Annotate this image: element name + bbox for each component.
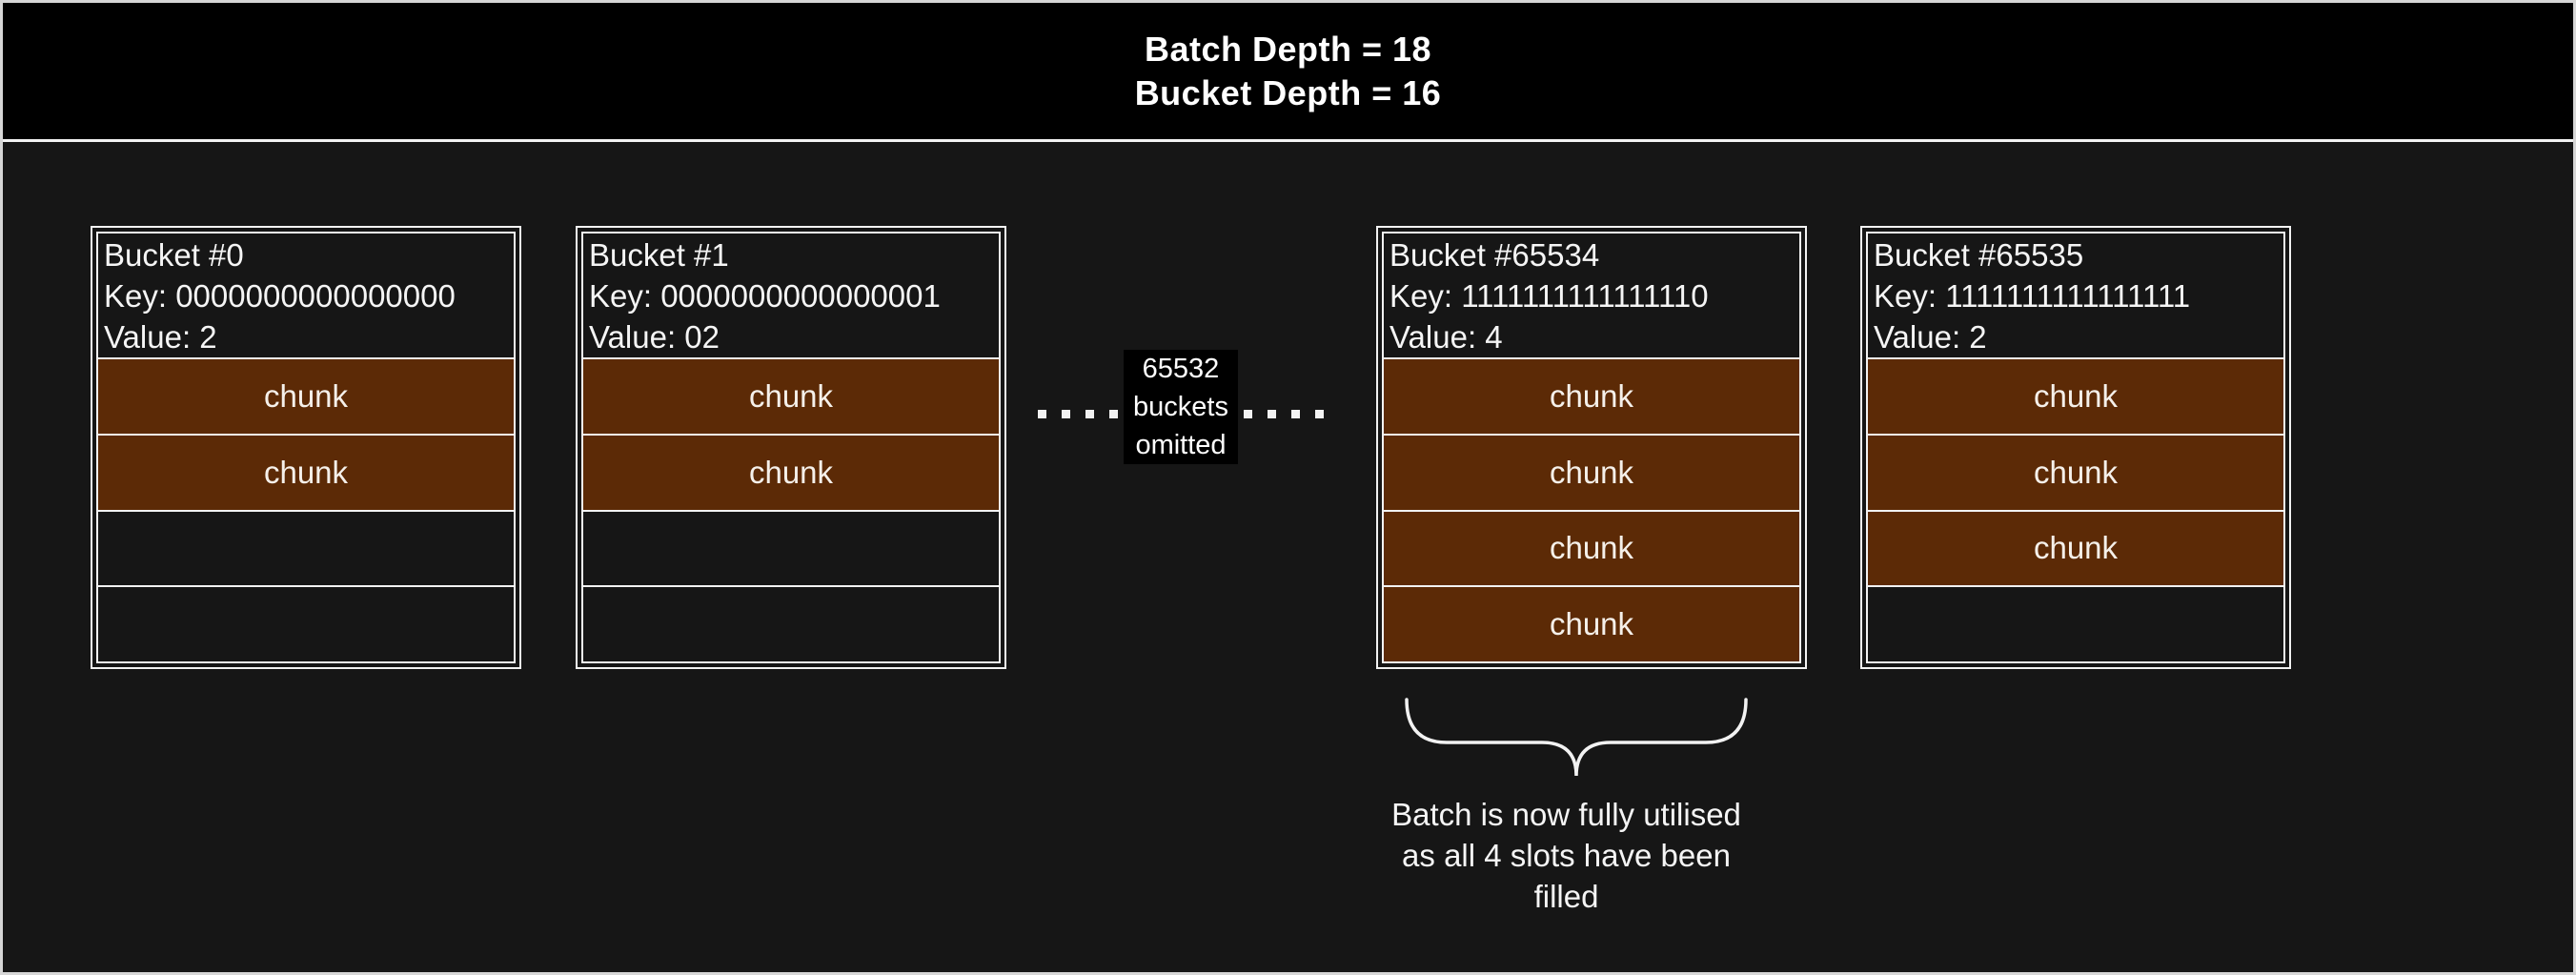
dot <box>1062 410 1070 418</box>
bucket-value: Value: 2 <box>1874 319 1987 355</box>
dot <box>1315 410 1324 418</box>
bucket-value: Value: 2 <box>104 319 217 355</box>
bucket-65535-slot-2: chunk <box>1866 509 2285 588</box>
diagram-canvas: Bucket #0 Key: 0000000000000000 Value: 2… <box>3 142 2573 969</box>
bucket-head-1: Bucket #1 Key: 0000000000000001 Value: 0… <box>581 232 1001 359</box>
ellipsis-dots-left <box>1038 410 1118 418</box>
bucket-title: Bucket #1 <box>589 237 729 273</box>
bucket-1-slot-2 <box>581 509 1001 588</box>
bucket-head-0: Bucket #0 Key: 0000000000000000 Value: 2 <box>96 232 516 359</box>
bucket-card-65534: Bucket #65534 Key: 1111111111111110 Valu… <box>1376 226 1807 669</box>
bucket-title: Bucket #0 <box>104 237 244 273</box>
bucket-65534-slot-2: chunk <box>1382 509 1801 588</box>
bucket-head-65535: Bucket #65535 Key: 1111111111111111 Valu… <box>1866 232 2285 359</box>
bucket-depth-title: Bucket Depth = 16 <box>1134 72 1442 112</box>
title-band: Batch Depth = 18 Bucket Depth = 16 <box>3 3 2573 142</box>
bucket-value: Value: 02 <box>589 319 720 355</box>
bucket-0-slot-1: chunk <box>96 433 516 512</box>
dot <box>1109 410 1118 418</box>
bucket-65534-slot-0: chunk <box>1382 357 1801 436</box>
batch-depth-title: Batch Depth = 18 <box>1144 29 1432 69</box>
bucket-key: Key: 1111111111111111 <box>1874 278 2191 314</box>
bucket-65534-slot-3: chunk <box>1382 585 1801 663</box>
bucket-key: Key: 0000000000000001 <box>589 278 941 314</box>
bucket-head-65534: Bucket #65534 Key: 1111111111111110 Valu… <box>1382 232 1801 359</box>
bucket-card-1: Bucket #1 Key: 0000000000000001 Value: 0… <box>576 226 1006 669</box>
bucket-0-slot-0: chunk <box>96 357 516 436</box>
dot <box>1268 410 1276 418</box>
bucket-value: Value: 4 <box>1389 319 1503 355</box>
bucket-65535-slot-0: chunk <box>1866 357 2285 436</box>
bucket-title: Bucket #65535 <box>1874 237 2084 273</box>
bucket-65535-slot-1: chunk <box>1866 433 2285 512</box>
dot <box>1085 410 1094 418</box>
bucket-65534-slot-1: chunk <box>1382 433 1801 512</box>
dot <box>1038 410 1046 418</box>
ellipsis-dots-right <box>1244 410 1324 418</box>
bucket-key: Key: 0000000000000000 <box>104 278 456 314</box>
batch-full-annotation: Batch is now fully utilised as all 4 slo… <box>1391 797 1741 914</box>
underbrace-icon <box>1405 698 1748 777</box>
bucket-1-slot-0: chunk <box>581 357 1001 436</box>
bucket-0-slot-3 <box>96 585 516 663</box>
bucket-key: Key: 1111111111111110 <box>1389 278 1709 314</box>
bucket-title: Bucket #65534 <box>1389 237 1600 273</box>
bucket-card-0: Bucket #0 Key: 0000000000000000 Value: 2… <box>91 226 521 669</box>
bucket-65535-slot-3 <box>1866 585 2285 663</box>
omitted-buckets-label: 65532 buckets omitted <box>1124 350 1238 464</box>
dot <box>1244 410 1252 418</box>
bucket-card-65535: Bucket #65535 Key: 1111111111111111 Valu… <box>1860 226 2291 669</box>
bucket-1-slot-3 <box>581 585 1001 663</box>
bucket-1-slot-1: chunk <box>581 433 1001 512</box>
dot <box>1291 410 1300 418</box>
bucket-0-slot-2 <box>96 509 516 588</box>
